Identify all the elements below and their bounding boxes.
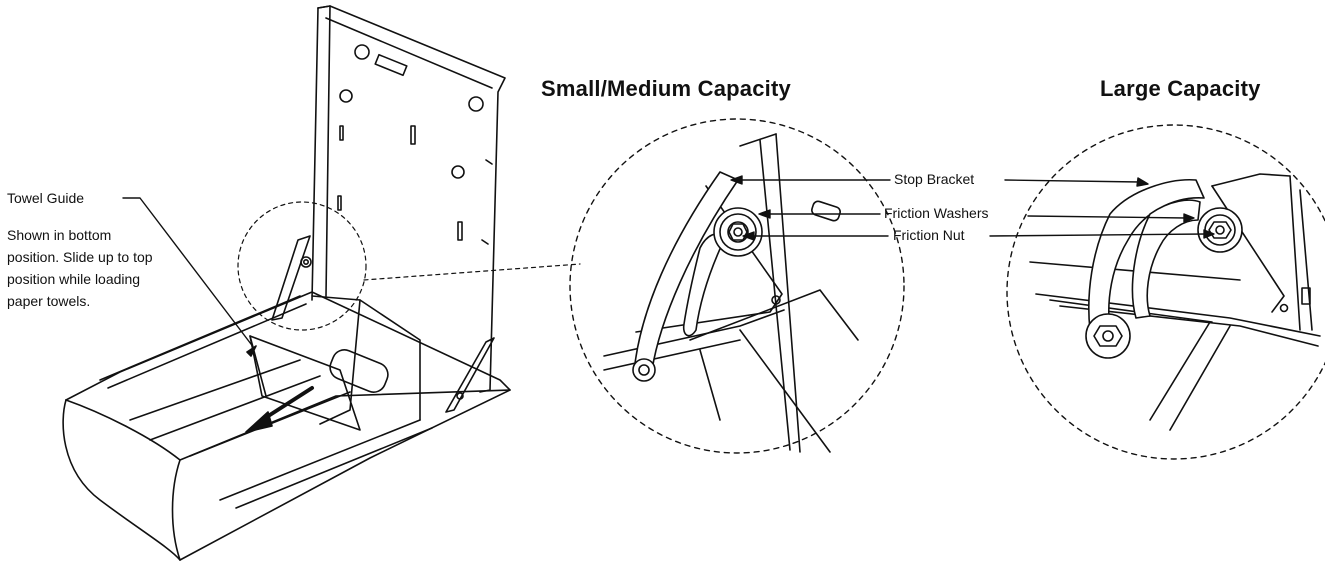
small-medium-detail — [569, 118, 905, 454]
detail-circle-small — [237, 201, 367, 331]
dispenser-body — [62, 5, 511, 561]
large-detail — [1006, 124, 1325, 460]
stop-bracket-label: Stop Bracket — [894, 171, 975, 187]
friction-nut-label: Friction Nut — [893, 227, 965, 243]
large-capacity-heading: Large Capacity — [1100, 76, 1261, 101]
towel-guide-note: Shown in bottom position. Slide up to to… — [7, 227, 153, 309]
friction-washers-label: Friction Washers — [884, 205, 989, 221]
small-medium-capacity-heading: Small/Medium Capacity — [541, 76, 791, 101]
callout-leaders — [730, 175, 1215, 241]
towel-guide-leader — [122, 197, 255, 349]
towel-guide-label: Towel Guide — [7, 190, 85, 206]
detail-leader — [363, 263, 581, 281]
